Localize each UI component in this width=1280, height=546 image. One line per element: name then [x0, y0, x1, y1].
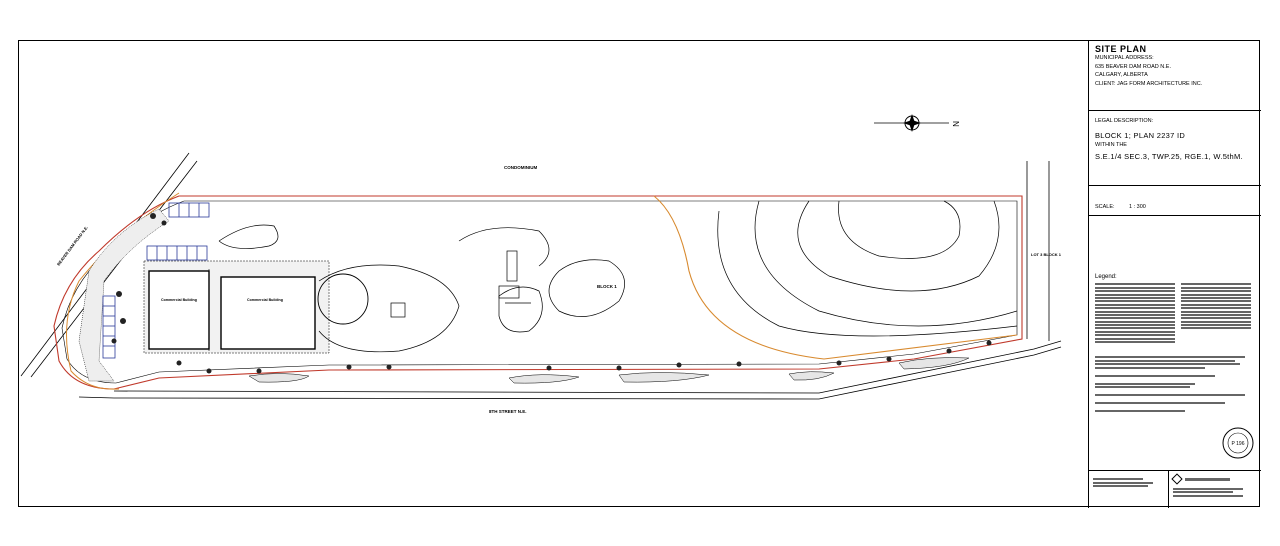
street-lines — [78, 340, 1062, 400]
footer-section — [1089, 471, 1261, 508]
condominium-label: CONDOMINIUM — [504, 165, 537, 170]
title-block: SITE PLAN MUNICIPAL ADDRESS: 635 BEAVER … — [1088, 41, 1261, 508]
title-section: SITE PLAN MUNICIPAL ADDRESS: 635 BEAVER … — [1089, 41, 1261, 111]
legend-title: Legend: — [1095, 274, 1117, 280]
client-line: CLIENT: JAG FORM ARCHITECTURE INC. — [1095, 80, 1203, 87]
north-arrow — [874, 114, 949, 132]
scale-value: 1 : 300 — [1129, 204, 1146, 210]
legend-entries — [1095, 282, 1255, 344]
address-line-2: CALGARY, ALBERTA — [1095, 72, 1148, 78]
legal-section: LEGAL DESCRIPTION: BLOCK 1; PLAN 2237 ID… — [1089, 111, 1261, 186]
company-logo-icon — [1171, 473, 1183, 485]
revision-block — [1089, 471, 1169, 508]
site-fixtures — [390, 250, 531, 318]
legal-label: LEGAL DESCRIPTION: — [1095, 118, 1154, 124]
landscape-strip — [78, 208, 170, 382]
legal-line-3: S.E.1/4 SEC.3, TWP.25, RGE.1, W.5thM. — [1095, 152, 1243, 161]
company-block — [1169, 471, 1261, 508]
scale-label: SCALE: — [1095, 204, 1115, 210]
north-label: N — [951, 121, 960, 127]
circular-feature — [317, 273, 369, 325]
engineer-seal: P 196 — [1222, 427, 1254, 459]
road-label: BEAVER DAM ROAD N.E. — [56, 225, 89, 267]
east-lot-lines — [1026, 161, 1050, 341]
trees — [111, 213, 992, 374]
legend-section: Legend: — [1089, 216, 1261, 471]
sheet-title: SITE PLAN — [1095, 44, 1147, 54]
general-notes — [1095, 356, 1255, 412]
legal-line-1: BLOCK 1; PLAN 2237 ID — [1095, 130, 1186, 140]
commercial-building-1 — [148, 270, 210, 350]
drawing-sheet: N CONDOMINIUM BLOCK 1 Commercial Buildin… — [18, 40, 1261, 508]
street-label: 8TH STREET N.E. — [489, 409, 527, 414]
site-plan-drawing: N CONDOMINIUM BLOCK 1 Commercial Buildin… — [20, 114, 1062, 414]
seal-text: P 196 — [1232, 441, 1245, 447]
address-line-1: 635 BEAVER DAM ROAD N.E. — [1095, 63, 1172, 70]
legal-line-2: WITHIN THE — [1095, 141, 1127, 148]
landscape-islands — [248, 357, 970, 384]
block-label: BLOCK 1 — [597, 284, 617, 289]
lot-label: LOT 3 BLOCK 1 — [1031, 252, 1062, 257]
legend-column-2 — [1181, 282, 1251, 344]
utility-line — [653, 195, 1018, 360]
legend-column-1 — [1095, 282, 1175, 344]
scale-section: SCALE: 1 : 300 — [1089, 186, 1261, 216]
address-label: MUNICIPAL ADDRESS: — [1095, 55, 1154, 61]
contour-lines — [218, 200, 1018, 353]
building-2-label: Commercial Building — [247, 298, 283, 302]
commercial-building-2 — [220, 276, 316, 350]
parking-stalls — [102, 202, 210, 359]
building-1-label: Commercial Building — [161, 298, 197, 302]
